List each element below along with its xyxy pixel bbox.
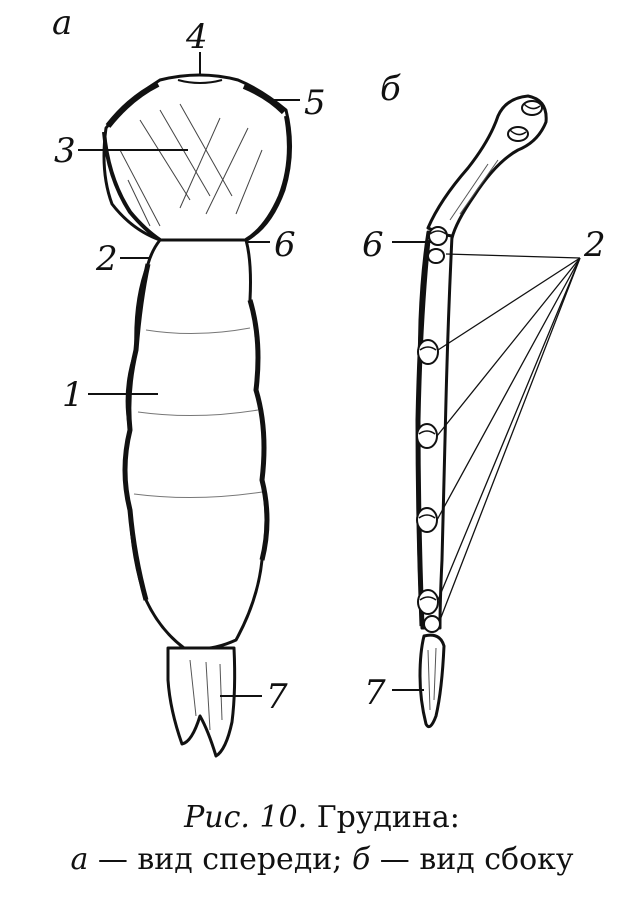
sternum-front-view [102,73,292,758]
front-leader-lines [78,52,300,697]
xiphoid-process [166,646,237,758]
label-3: 3 [54,131,76,171]
costal-notches [416,226,448,633]
label-6: 6 [274,225,296,265]
caption-panel-a-text: — вид спереди; [97,842,343,877]
side-label-7: 7 [364,673,386,713]
figure-number: Рис. 10. [184,800,308,835]
panel-label-front: а [52,3,72,43]
xiphoid-process-side [418,633,446,729]
panel-label-side: б [380,69,401,109]
label-4: 4 [185,17,208,57]
label-1: 1 [62,375,84,415]
caption-panel-a: а [70,842,89,877]
figure-caption-line-1: Рис. 10. Грудина: [0,800,644,835]
label-7: 7 [266,677,288,717]
sternum-body [123,238,268,651]
side-label-2: 2 [583,225,606,265]
label-5: 5 [304,83,326,123]
figure-caption-line-2: а — вид спереди; б — вид сбоку [0,842,644,877]
sternum-side-view [415,94,548,729]
side-leader-lines [392,241,581,691]
label-2: 2 [95,239,118,279]
side-label-6: 6 [362,225,384,265]
manubrium-side [426,94,548,240]
figure-title: Грудина: [316,800,460,835]
sternum-figure: а б [52,3,606,758]
caption-panel-b-text: — вид сбоку [379,842,574,877]
caption-panel-b: б [351,842,371,877]
